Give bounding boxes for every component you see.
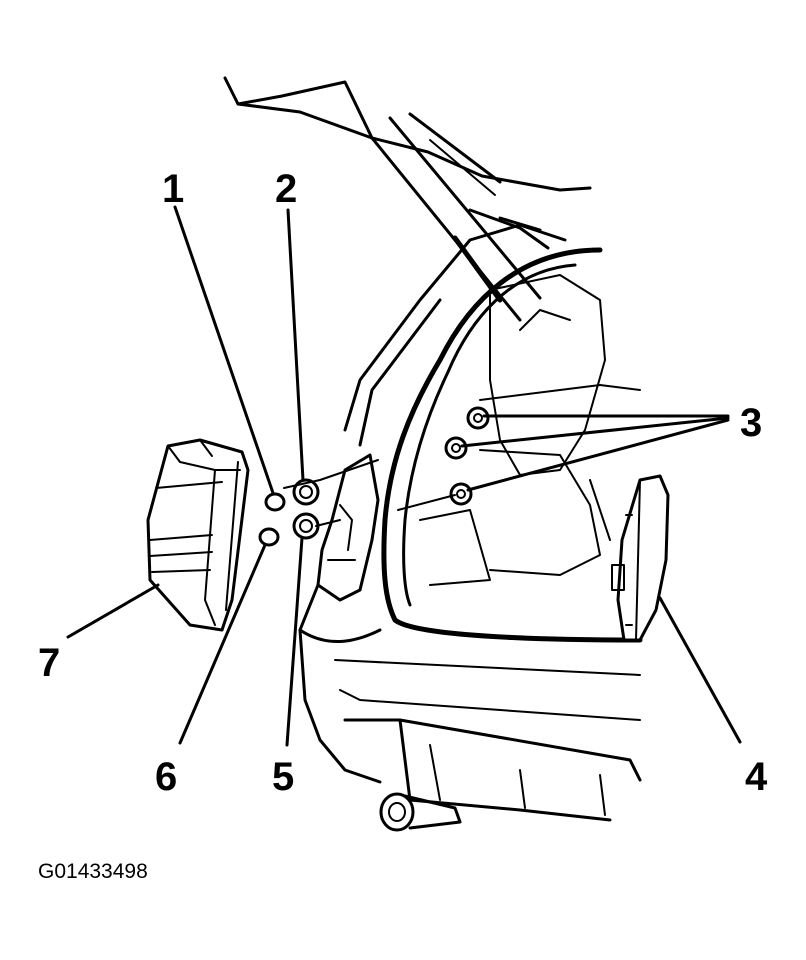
- leader-1: [173, 205, 275, 495]
- alignment-lines: [283, 459, 456, 527]
- tail-lamp-assembly: [146, 438, 250, 632]
- leader-3b: [460, 416, 730, 448]
- nut-middle: [444, 436, 468, 460]
- leader-6: [178, 543, 267, 745]
- leader-lines: [66, 205, 742, 747]
- leader-2: [286, 208, 305, 482]
- callout-labels: 1 2 3 4 5 6 7: [38, 167, 768, 799]
- vehicle-body: [223, 76, 643, 832]
- callout-5: 5: [272, 755, 294, 799]
- callout-2: 2: [275, 167, 297, 211]
- mounting-nuts: [444, 406, 490, 506]
- callout-6: 6: [155, 755, 177, 799]
- access-cover: [611, 474, 670, 642]
- lamp-studs: [258, 492, 286, 547]
- stud-upper: [264, 492, 286, 512]
- figure-id: G01433498: [38, 860, 148, 883]
- leader-4: [658, 596, 742, 744]
- callout-1: 1: [162, 167, 184, 211]
- rear-bumper: [343, 718, 642, 782]
- tail-lamp-pocket: [316, 453, 380, 602]
- exhaust-tip: [379, 792, 462, 832]
- cargo-opening-weatherstrip: [381, 247, 643, 643]
- callout-3: 3: [740, 401, 762, 445]
- callout-7: 7: [38, 641, 60, 685]
- callout-4: 4: [745, 755, 768, 799]
- quarter-panel: [298, 583, 382, 784]
- d-pillar: [343, 223, 567, 432]
- leader-5: [285, 536, 304, 747]
- grommet-lower: [292, 512, 320, 540]
- leader-7: [66, 583, 160, 639]
- grommets: [292, 478, 320, 540]
- stud-lower: [258, 527, 280, 547]
- grommet-upper: [292, 478, 320, 506]
- leader-3c: [466, 418, 730, 492]
- nut-upper: [466, 406, 490, 430]
- nut-lower: [449, 482, 473, 506]
